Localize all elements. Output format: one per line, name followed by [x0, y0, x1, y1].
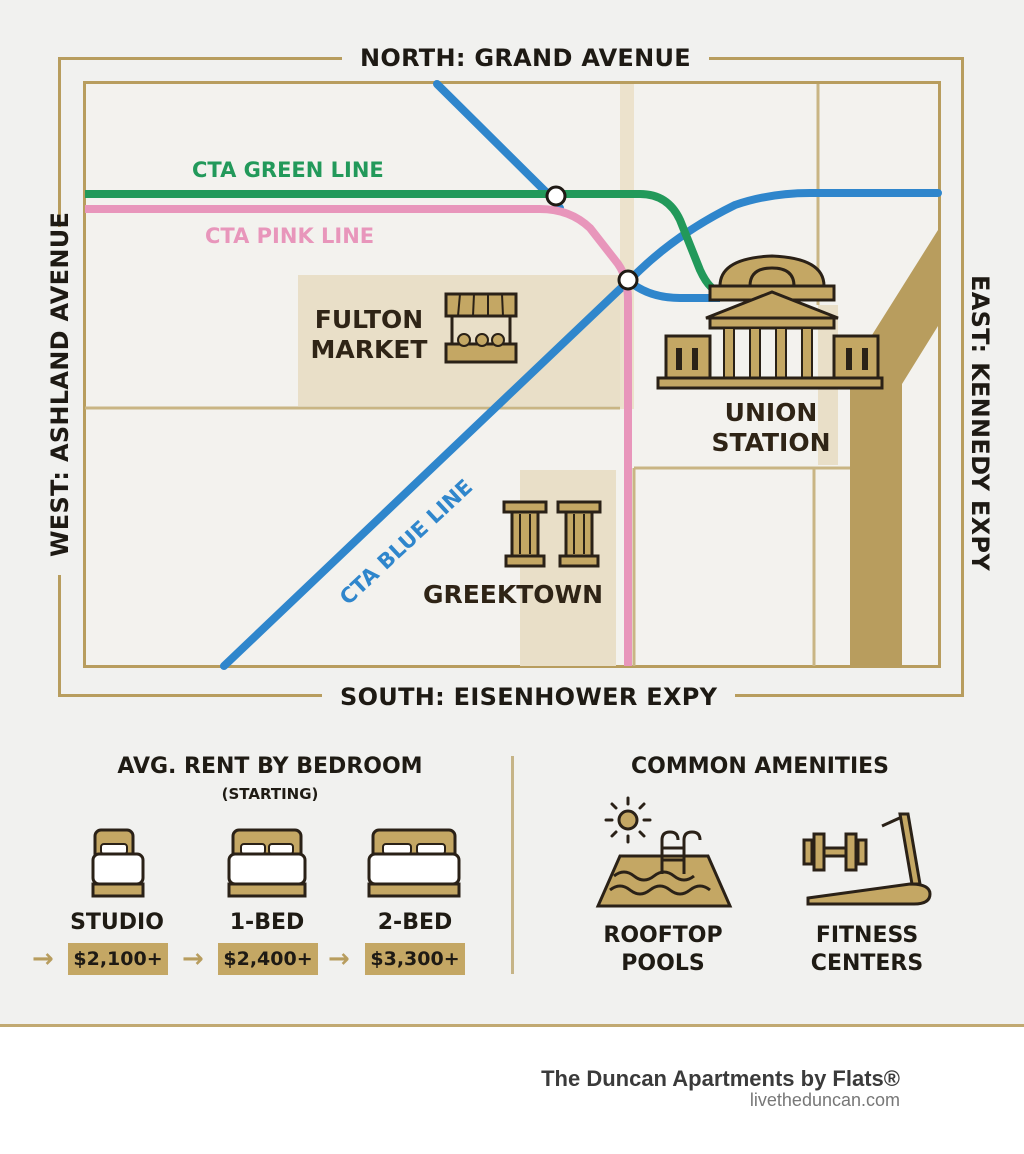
rent-section-subtitle: (STARTING) [221, 785, 319, 803]
website-link[interactable]: livetheduncan.com [749, 1090, 900, 1110]
single-bed-icon [91, 828, 145, 898]
fulton-market-label-line2: MARKET [310, 335, 428, 364]
arrow-right-icon: → [328, 944, 350, 974]
double-bed-icon [227, 828, 307, 898]
fulton-market-label-line1: FULTON [314, 305, 424, 334]
rooftop-pools-label-line2: POOLS [621, 951, 705, 976]
east-boundary-label: EAST: KENNEDY EXPY [965, 257, 995, 571]
bed-icons [91, 828, 461, 898]
arrow-right-icon: → [182, 944, 204, 974]
one-bed-price: $2,400+ [218, 943, 318, 975]
greektown-label: GREEKTOWN [422, 580, 604, 609]
studio-price: $2,100+ [68, 943, 168, 975]
fitness-centers-label-line2: CENTERS [810, 951, 924, 976]
south-boundary-label: SOUTH: EISENHOWER EXPY [322, 682, 736, 712]
map-area [83, 81, 941, 668]
station-marker [545, 185, 567, 207]
two-bed-label: 2-BED [377, 910, 453, 935]
rooftop-pools-label-line1: ROOFTOP [603, 923, 723, 948]
union-station-icon [656, 254, 884, 390]
pink-line-label: CTA PINK LINE [205, 224, 375, 248]
amenity-icons [595, 796, 932, 908]
two-bed-price: $3,300+ [365, 943, 465, 975]
section-divider [511, 756, 514, 974]
fitness-centers-label-line1: FITNESS [815, 923, 919, 948]
studio-label: STUDIO [70, 910, 164, 935]
market-stall-icon [444, 292, 518, 364]
union-station-label: UNION STATION [706, 398, 836, 458]
rent-section-title: AVG. RENT BY BEDROOM [117, 754, 423, 779]
large-bed-icon [367, 828, 461, 898]
union-station-label-line1: UNION [724, 398, 818, 427]
map-graphic: CTA BLUE LINE [85, 80, 942, 670]
union-station-label-line2: STATION [711, 428, 831, 457]
footer-divider [0, 1024, 1024, 1027]
one-bed-label: 1-BED [229, 910, 305, 935]
fitness-icon [802, 812, 932, 906]
station-marker [617, 269, 639, 291]
kennedy-expressway [850, 230, 938, 666]
amenities-section-title: COMMON AMENITIES [630, 754, 890, 779]
rooftop-pool-icon [595, 796, 733, 908]
fulton-market-label: FULTON MARKET [306, 305, 432, 365]
brand-name: The Duncan Apartments by Flats® [541, 1066, 900, 1091]
greektown-block [520, 470, 616, 666]
greek-columns-icon [502, 500, 602, 568]
north-boundary-label: NORTH: GRAND AVENUE [342, 43, 710, 73]
arrow-right-icon: → [32, 944, 54, 974]
footer [0, 1027, 1024, 1154]
fitness-centers-label: FITNESS CENTERS [782, 922, 952, 978]
west-boundary-label: WEST: ASHLAND AVENUE [45, 212, 75, 575]
green-line-label: CTA GREEN LINE [192, 158, 384, 182]
rooftop-pools-label: ROOFTOP POOLS [578, 922, 748, 978]
